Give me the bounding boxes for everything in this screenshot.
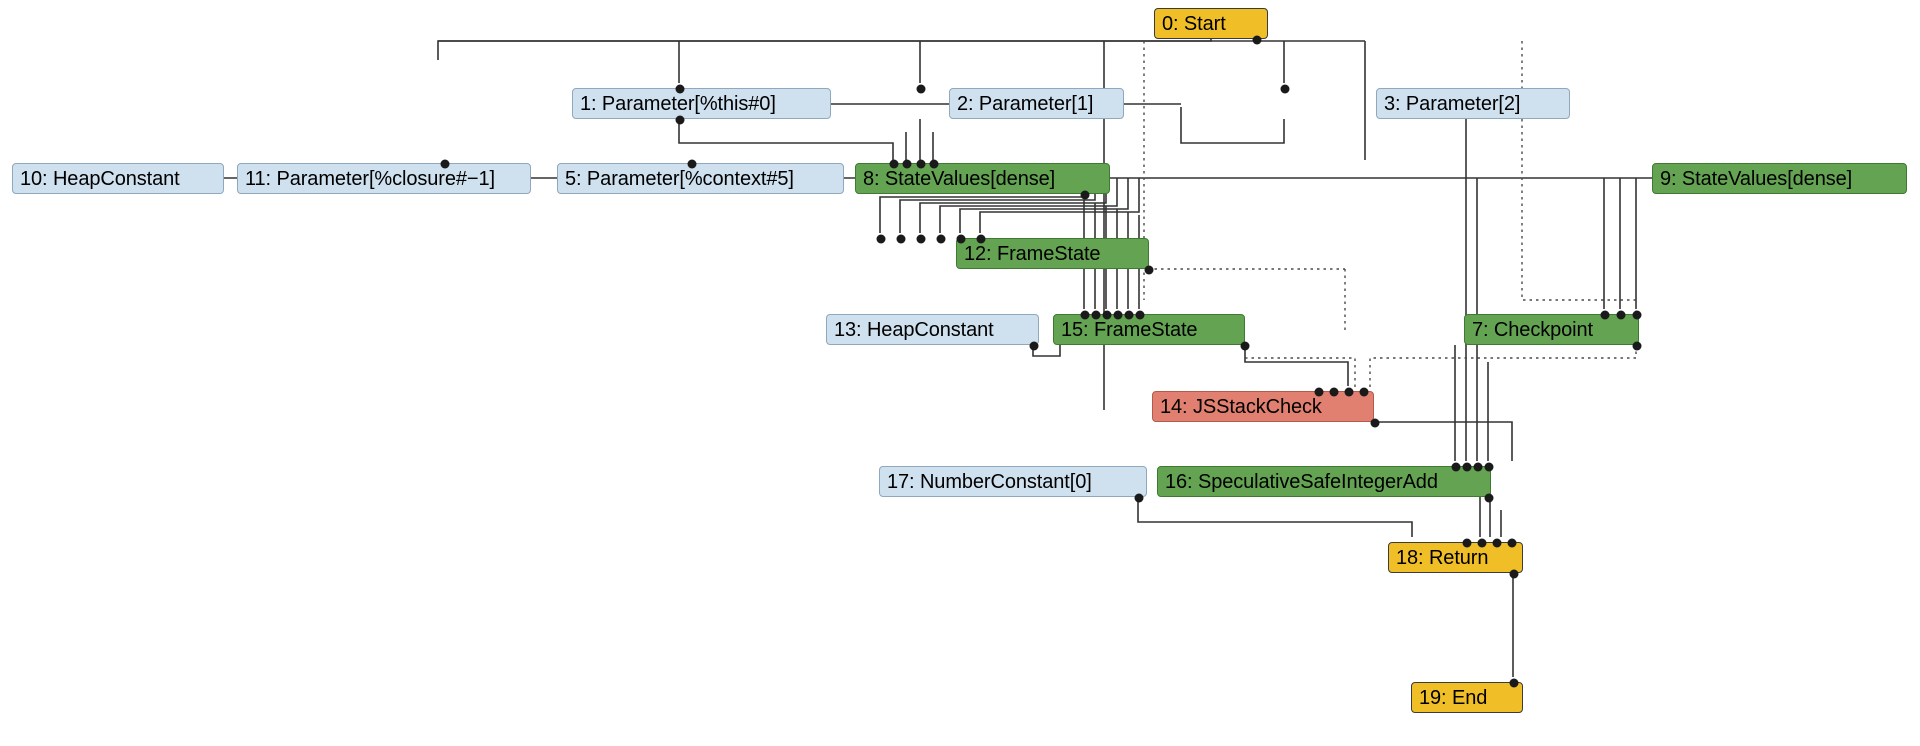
- node-input-port: [1091, 310, 1101, 320]
- node-input-port: [1102, 310, 1112, 320]
- node-input-port: [876, 234, 886, 244]
- graph-node-heapconstant-10[interactable]: 10: HeapConstant: [12, 163, 224, 194]
- node-input-port: [1280, 84, 1290, 94]
- edge-15-14: [1244, 345, 1349, 386]
- node-input-port: [1329, 387, 1339, 397]
- node-input-port: [889, 159, 899, 169]
- graph-node-framestate-12[interactable]: 12: FrameState: [876, 234, 1154, 275]
- edge-17-18: [1137, 497, 1413, 537]
- node-label: 19: End: [1419, 686, 1488, 709]
- node-output-port: [1144, 265, 1154, 275]
- edge-15-14-dotted: [1244, 345, 1356, 388]
- node-output-port: [1484, 493, 1494, 503]
- graph-node-checkpoint-7[interactable]: 7: Checkpoint: [1464, 310, 1642, 351]
- edge-7-14-dotted: [1369, 345, 1637, 388]
- node-input-port: [936, 234, 946, 244]
- node-input-port: [1344, 387, 1354, 397]
- node-input-port: [1451, 462, 1461, 472]
- node-input-port: [916, 234, 926, 244]
- node-input-port: [902, 159, 912, 169]
- node-label: 14: JSStackCheck: [1160, 395, 1322, 418]
- graph-node-parameter-1[interactable]: 2: Parameter[1]: [916, 84, 1124, 119]
- node-label: 10: HeapConstant: [20, 167, 180, 190]
- graph-node-start[interactable]: 0: Start: [1154, 8, 1268, 45]
- node-input-port: [1509, 678, 1519, 688]
- graph-node-parameter-closure[interactable]: 11: Parameter[%closure#−1]: [237, 159, 531, 194]
- node-input-port: [1314, 387, 1324, 397]
- graph-node-return-18[interactable]: 18: Return: [1388, 538, 1523, 579]
- node-label: 2: Parameter[1]: [957, 92, 1094, 115]
- node-input-port: [1113, 310, 1123, 320]
- graph-node-heapconstant-13[interactable]: 13: HeapConstant: [826, 314, 1039, 351]
- graph-node-speculativesafeintegeradd-16[interactable]: 16: SpeculativeSafeIntegerAdd: [1157, 462, 1494, 503]
- node-output-port: [1252, 35, 1262, 45]
- node-input-port: [675, 84, 685, 94]
- node-label: 11: Parameter[%closure#−1]: [245, 167, 495, 190]
- graph-node-end-19[interactable]: 19: End: [1411, 678, 1523, 713]
- node-label: 13: HeapConstant: [834, 318, 994, 341]
- node-input-port: [440, 159, 450, 169]
- edge-start-bus-left: [437, 39, 1212, 60]
- graph-node-numberconstant-17[interactable]: 17: NumberConstant[0]: [879, 466, 1147, 503]
- node-input-port: [916, 84, 926, 94]
- node-label: 8: StateValues[dense]: [863, 167, 1056, 190]
- node-input-port: [1600, 310, 1610, 320]
- graph-node-parameter-2[interactable]: 3: Parameter[2]: [1280, 84, 1570, 119]
- node-label: 18: Return: [1396, 546, 1489, 569]
- node-input-port: [956, 234, 966, 244]
- node-input-port: [1462, 462, 1472, 472]
- node-input-port: [1632, 310, 1642, 320]
- node-output-port: [675, 115, 685, 125]
- graph-node-statevalues-9[interactable]: 9: StateValues[dense]: [1652, 163, 1907, 194]
- node-label: 12: FrameState: [964, 242, 1101, 265]
- edge-14-16-right: [1374, 421, 1513, 461]
- node-output-port: [1240, 341, 1250, 351]
- node-input-port: [1473, 462, 1483, 472]
- graph-node-framestate-15[interactable]: 15: FrameState: [1053, 310, 1250, 351]
- node-label: 15: FrameState: [1061, 318, 1198, 341]
- node-label: 0: Start: [1162, 12, 1226, 35]
- node-input-port: [1359, 387, 1369, 397]
- graph-node-parameter-context[interactable]: 5: Parameter[%context#5]: [557, 159, 844, 194]
- node-input-port: [916, 159, 926, 169]
- node-output-port: [1029, 341, 1039, 351]
- node-input-port: [687, 159, 697, 169]
- edge-3-bus: [1180, 107, 1285, 144]
- node-input-port: [929, 159, 939, 169]
- node-input-port: [1124, 310, 1134, 320]
- node-input-port: [1484, 462, 1494, 472]
- node-label: 5: Parameter[%context#5]: [565, 167, 794, 190]
- node-output-port: [1509, 569, 1519, 579]
- node-output-port: [1134, 493, 1144, 503]
- node-input-port: [1477, 538, 1487, 548]
- node-label: 17: NumberConstant[0]: [887, 470, 1092, 493]
- graph-node-parameter-this[interactable]: 1: Parameter[%this#0]: [572, 84, 831, 125]
- edge-1-8: [678, 119, 894, 160]
- node-output-port: [1080, 190, 1090, 200]
- graph-node-jsstackcheck-14[interactable]: 14: JSStackCheck: [1152, 387, 1380, 428]
- node-label: 7: Checkpoint: [1472, 318, 1593, 341]
- node-label: 9: StateValues[dense]: [1660, 167, 1853, 190]
- node-output-port: [1370, 418, 1380, 428]
- node-output-port: [1632, 341, 1642, 351]
- node-input-port: [1080, 310, 1090, 320]
- node-label: 1: Parameter[%this#0]: [580, 92, 776, 115]
- graph-node-statevalues-8[interactable]: 8: StateValues[dense]: [855, 159, 1110, 200]
- node-input-port: [1462, 538, 1472, 548]
- node-input-port: [1492, 538, 1502, 548]
- node-label: 3: Parameter[2]: [1384, 92, 1521, 115]
- node-input-port: [1507, 538, 1517, 548]
- node-input-port: [1135, 310, 1145, 320]
- node-input-port: [976, 234, 986, 244]
- node-input-port: [896, 234, 906, 244]
- node-label: 16: SpeculativeSafeIntegerAdd: [1165, 470, 1438, 493]
- edge-0-7-dotted: [1521, 41, 1637, 345]
- node-input-port: [1616, 310, 1626, 320]
